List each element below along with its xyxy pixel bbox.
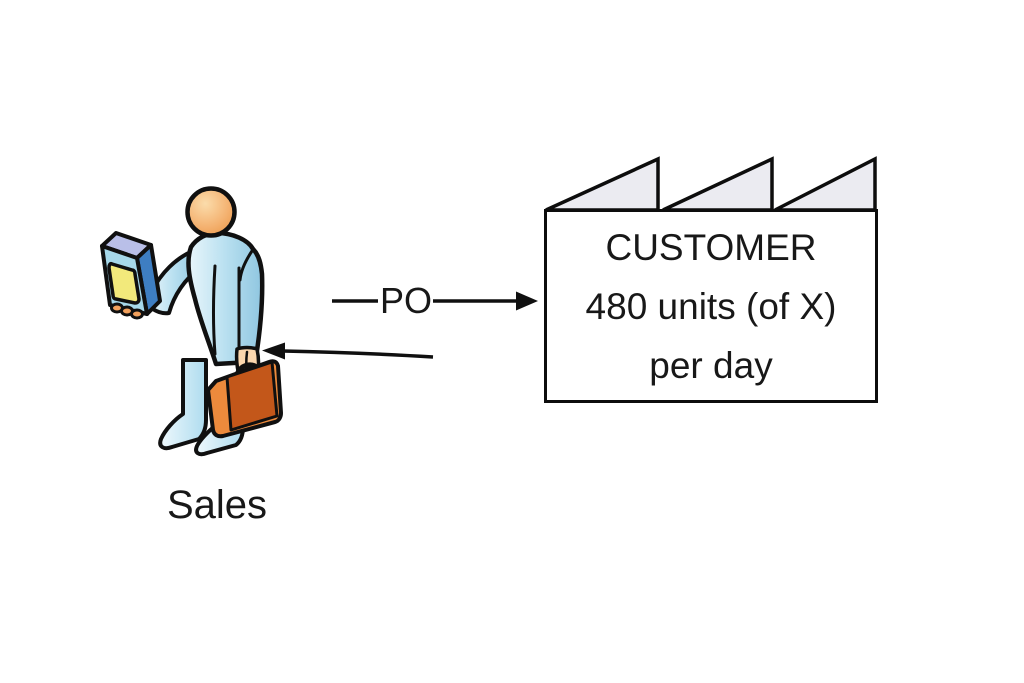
salesperson-icon [100, 186, 283, 457]
customer-demand-unit: per day [649, 344, 773, 386]
torso-fold [212, 264, 217, 356]
customer-node: CUSTOMER 480 units (of X) per day [544, 209, 878, 403]
roof-tooth [662, 156, 774, 212]
monitor-icon [100, 231, 162, 320]
customer-demand-line: 480 units (of X) [585, 285, 837, 327]
arrowhead-right-icon [516, 291, 538, 311]
sales-label: Sales [166, 483, 268, 527]
head [185, 186, 237, 238]
boot-left [158, 358, 208, 451]
briefcase-icon [206, 359, 283, 439]
roof-tooth [774, 156, 877, 212]
collar-line [238, 249, 254, 282]
roof-tooth [545, 156, 660, 212]
po-arrow-label: PO [379, 280, 432, 321]
customer-node-title: CUSTOMER [605, 226, 817, 268]
factory-icon [545, 156, 877, 212]
